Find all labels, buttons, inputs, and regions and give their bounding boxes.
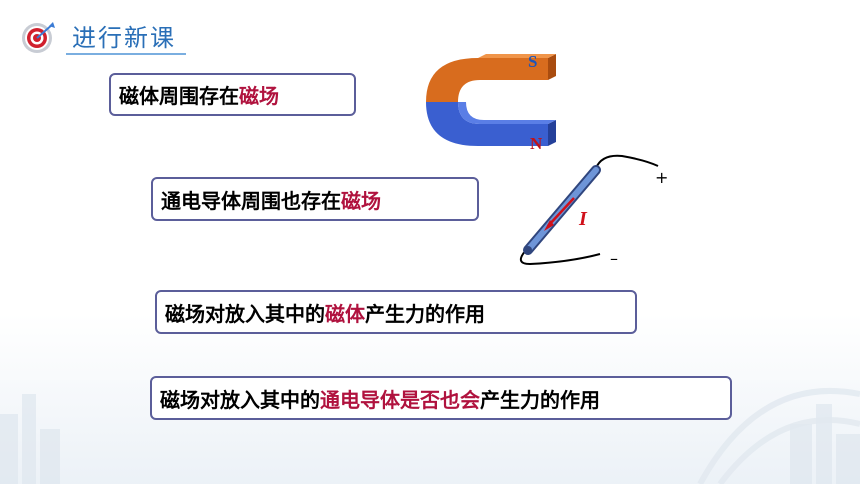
conductor-illustration — [519, 154, 659, 266]
magnet-south-label: S — [528, 52, 538, 71]
statement-3-text: 磁场对放入其中的 — [165, 301, 325, 326]
statement-2-text: 通电导体周围也存在 — [161, 188, 341, 213]
statement-box-3: 磁场对放入其中的磁体产生力的作用 — [155, 290, 637, 334]
current-arrow — [547, 197, 575, 227]
statement-4-highlight: 通电导体是否也会 — [320, 387, 480, 412]
statement-4-tail: 产生力的作用 — [480, 387, 600, 412]
background-skyline — [0, 387, 860, 484]
negative-terminal-label: – — [610, 249, 618, 268]
statement-box-1: 磁体周围存在磁场 — [109, 73, 356, 116]
target-icon — [22, 22, 55, 53]
magnet-north-label: N — [530, 134, 543, 153]
statement-box-2: 通电导体周围也存在磁场 — [151, 177, 479, 221]
statement-box-4: 磁场对放入其中的通电导体是否也会产生力的作用 — [150, 376, 732, 420]
statement-3-tail: 产生力的作用 — [365, 301, 485, 326]
statement-2-highlight: 磁场 — [341, 188, 381, 213]
statement-3-highlight: 磁体 — [325, 301, 365, 326]
u-magnet-illustration — [426, 54, 556, 146]
statement-4-text: 磁场对放入其中的 — [160, 387, 320, 412]
statement-1-highlight: 磁场 — [239, 84, 279, 108]
positive-terminal-label: + — [655, 168, 669, 187]
current-label: I — [579, 208, 587, 230]
title-underline — [66, 53, 186, 55]
page-title: 进行新课 — [72, 24, 176, 52]
statement-1-text: 磁体周围存在 — [119, 84, 239, 108]
